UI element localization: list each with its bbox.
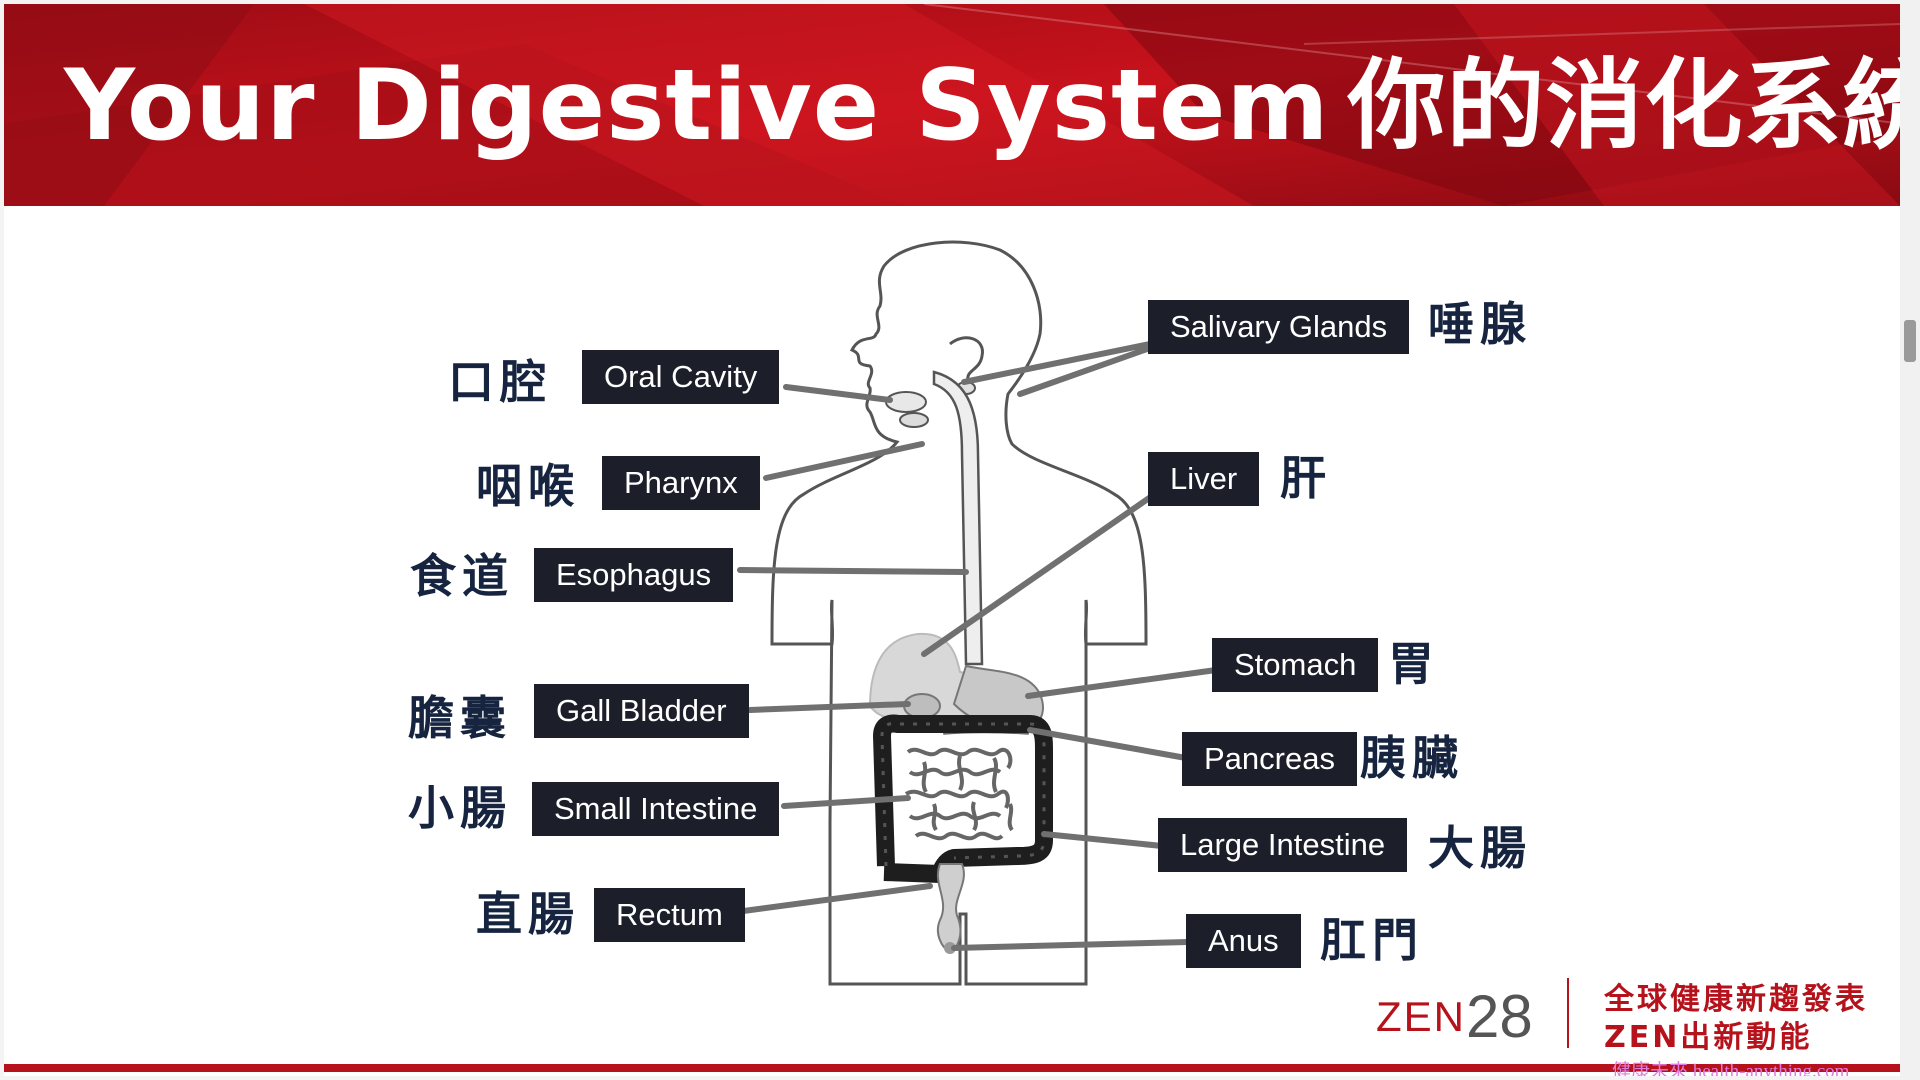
leader-gall-bladder xyxy=(747,701,911,713)
slogan-line-2: ZEN出新動能 xyxy=(1604,1020,1813,1055)
banner-background xyxy=(4,4,1900,206)
label-pancreas-cn: 胰臟 xyxy=(1360,731,1464,785)
logo-text: ZEN xyxy=(1376,993,1466,1040)
title-chinese: 你的消化系統 xyxy=(1347,49,1900,163)
leader-anus xyxy=(951,939,1191,951)
slogan-line-1: 全球健康新趨發表 xyxy=(1604,982,1868,1017)
label-large-intestine: Large Intestine xyxy=(1158,818,1408,872)
leader-stomach xyxy=(1025,667,1219,699)
label-salivary-glands-cn: 唾腺 xyxy=(1428,297,1532,351)
esophagus-shape xyxy=(932,370,984,666)
tongue-shape xyxy=(899,412,929,428)
leader-large-intestine xyxy=(1041,831,1165,849)
label-oral-cavity-cn: 口腔 xyxy=(448,355,552,409)
digestive-system-diagram xyxy=(733,240,1219,986)
label-small-intestine: Small Intestine xyxy=(532,782,780,836)
leader-lines xyxy=(733,341,1219,951)
logo-number: 28 xyxy=(1466,983,1533,1050)
vertical-scrollbar[interactable] xyxy=(1900,0,1920,1080)
label-oral-cavity: Oral Cavity xyxy=(582,350,780,404)
label-stomach: Stomach xyxy=(1212,638,1379,692)
leader-oral-cavity xyxy=(783,384,893,403)
label-anus-cn: 肛門 xyxy=(1320,913,1424,967)
label-gall-bladder: Gall Bladder xyxy=(534,684,749,738)
label-esophagus: Esophagus xyxy=(534,548,734,602)
scrollbar-thumb[interactable] xyxy=(1904,320,1916,362)
label-gall-bladder-cn: 膽囊 xyxy=(408,691,512,745)
label-large-intestine-cn: 大腸 xyxy=(1428,821,1532,875)
label-pancreas: Pancreas xyxy=(1182,732,1357,786)
leader-liver xyxy=(921,493,1155,657)
small-intestine-shape xyxy=(904,747,1014,841)
leader-rectum xyxy=(733,883,933,915)
title-english: Your Digestive System xyxy=(64,49,1330,163)
label-esophagus-cn: 食道 xyxy=(410,549,514,603)
label-liver-cn: 肝 xyxy=(1280,451,1332,505)
label-anus: Anus xyxy=(1186,914,1301,968)
label-pharynx: Pharynx xyxy=(602,456,760,510)
label-pharynx-cn: 咽喉 xyxy=(476,459,580,513)
leader-pancreas xyxy=(1027,727,1189,761)
label-rectum: Rectum xyxy=(594,888,745,942)
anus-shape xyxy=(944,942,956,954)
label-small-intestine-cn: 小腸 xyxy=(408,781,512,835)
label-rectum-cn: 直腸 xyxy=(476,887,580,941)
ear xyxy=(949,336,984,381)
leader-salivary-2 xyxy=(1017,345,1153,397)
leader-salivary-1 xyxy=(961,341,1153,385)
bottom-accent-bar xyxy=(4,1064,1900,1072)
label-stomach-cn: 胃 xyxy=(1388,637,1440,691)
watermark: 健康未來 health-anything.com xyxy=(1612,1061,1850,1076)
leader-pharynx xyxy=(763,441,925,481)
leader-esophagus xyxy=(737,567,969,575)
logo-divider xyxy=(1567,978,1569,1048)
zen28-logo: ZEN28 xyxy=(1376,976,1533,1050)
leader-small-intestine xyxy=(781,795,911,809)
label-liver: Liver xyxy=(1148,452,1260,506)
label-salivary-glands: Salivary Glands xyxy=(1148,300,1410,354)
